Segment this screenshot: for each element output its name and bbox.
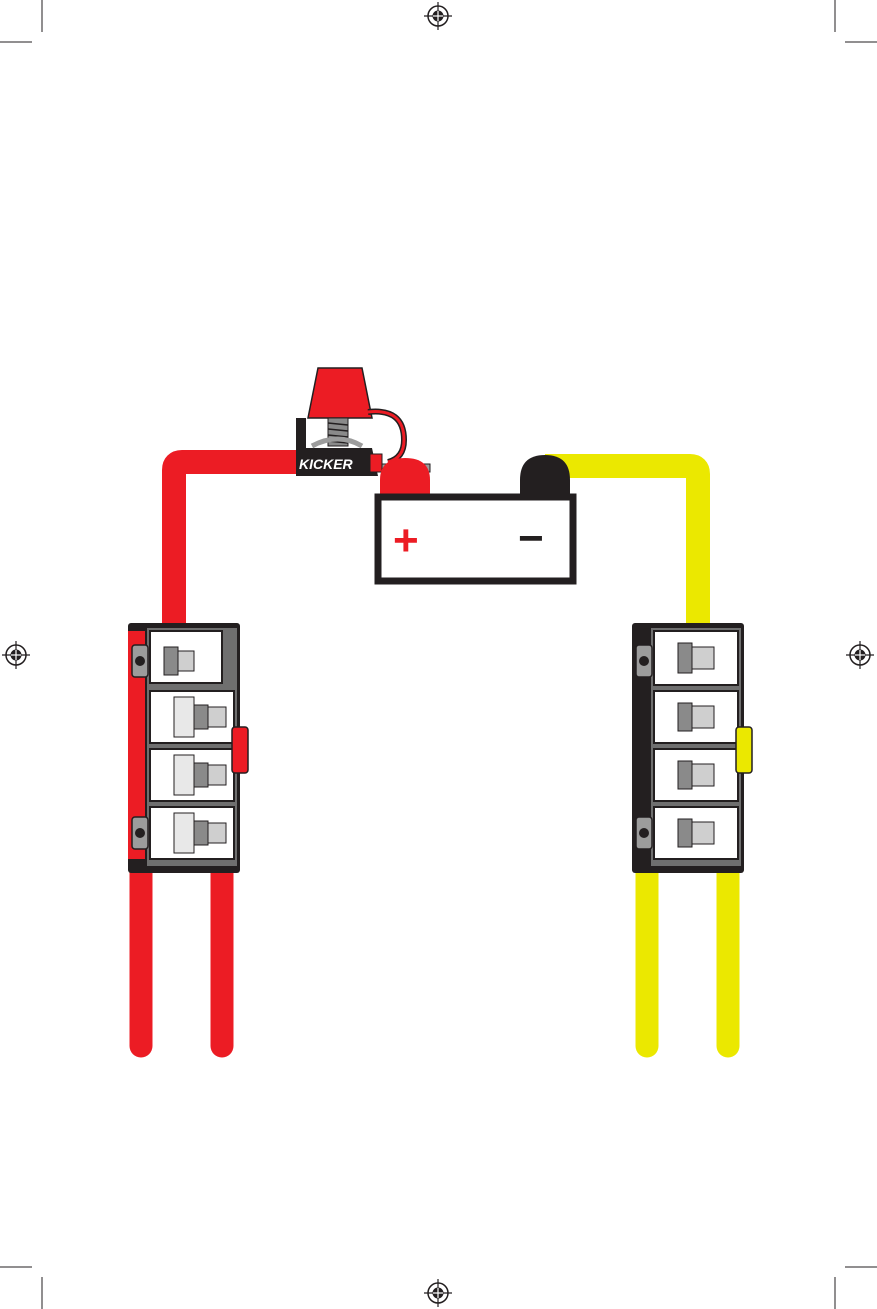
registration-mark-top — [424, 2, 452, 30]
negative-distribution-block — [632, 623, 752, 873]
positive-power-wire — [174, 462, 300, 630]
battery-positive-post — [380, 458, 430, 494]
ground-terminal-4 — [654, 807, 738, 859]
battery-negative-post — [520, 455, 570, 494]
block-latch — [232, 727, 248, 773]
terminal-screw-icon — [164, 647, 194, 675]
positive-distribution-block — [128, 623, 248, 873]
registration-mark-bottom — [424, 1279, 452, 1307]
fuse-slot-2 — [150, 749, 234, 801]
ground-terminal-1 — [654, 631, 738, 685]
fuse-slot-1 — [150, 691, 234, 743]
registration-mark-left — [2, 641, 30, 669]
battery-negative-symbol: − — [518, 514, 544, 563]
ground-terminal-3 — [654, 749, 738, 801]
fuse-slot-3 — [150, 807, 234, 859]
ground-terminal-2 — [654, 691, 738, 743]
battery-positive-symbol: + — [393, 516, 419, 565]
battery: + − — [378, 455, 573, 581]
registration-mark-right — [846, 641, 874, 669]
block-latch — [736, 727, 752, 773]
brand-logo-text: KICKER — [299, 456, 354, 472]
